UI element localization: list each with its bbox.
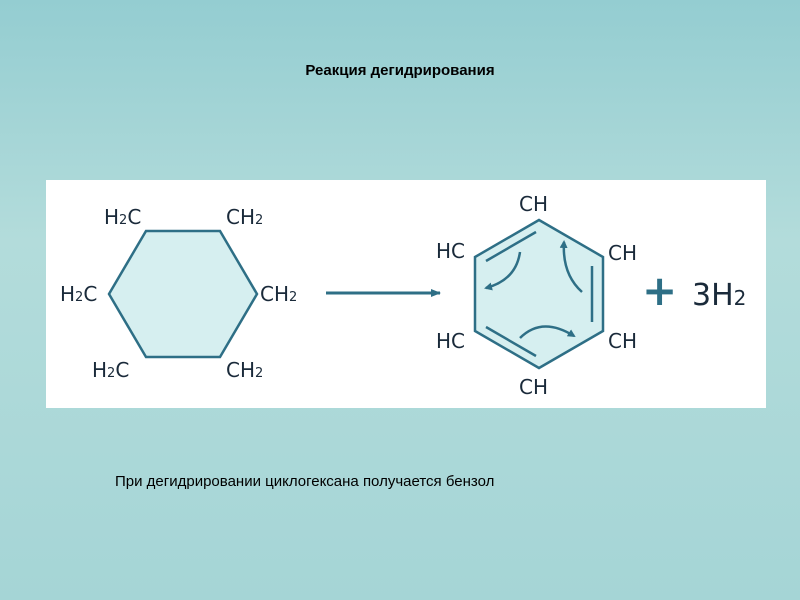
hydrogen-product: 3H2 (692, 278, 746, 313)
page-title: Реакция дегидрирования (305, 62, 495, 79)
benzene-atom-lower-right: CH (608, 329, 637, 353)
benzene-ring (473, 218, 605, 370)
electron-shift-arrow (484, 251, 522, 291)
plus-sign: + (642, 266, 677, 315)
benzene-atom-lower-left: HC (436, 329, 465, 353)
benzene-atom-top: CH (519, 192, 548, 216)
benzene-atom-bottom: CH (519, 375, 548, 399)
reaction-panel: H2C CH2 H2C CH2 H2C CH2 CH HC CH (46, 180, 766, 408)
benzene-double-bond (485, 230, 537, 263)
electron-shift-arrow (519, 325, 576, 339)
benzene-atom-upper-left: HC (436, 239, 465, 263)
cyclohexane-atom-bottom-right: CH2 (226, 358, 263, 382)
cyclohexane-atom-right: CH2 (260, 282, 297, 306)
electron-shift-arrow (559, 240, 583, 293)
benzene-atom-upper-right: CH (608, 241, 637, 265)
benzene-double-bond (485, 325, 537, 358)
caption: При дегидрировании циклогексана получает… (115, 473, 495, 490)
cyclohexane-atom-bottom-left: H2C (92, 358, 129, 382)
cyclohexane-atom-top-left: H2C (104, 205, 141, 229)
cyclohexane-ring (107, 229, 259, 359)
reaction-diagram: H2C CH2 H2C CH2 H2C CH2 CH HC CH (60, 192, 746, 399)
cyclohexane-atom-top-right: CH2 (226, 205, 263, 229)
cyclohexane-atom-left: H2C (60, 282, 97, 306)
